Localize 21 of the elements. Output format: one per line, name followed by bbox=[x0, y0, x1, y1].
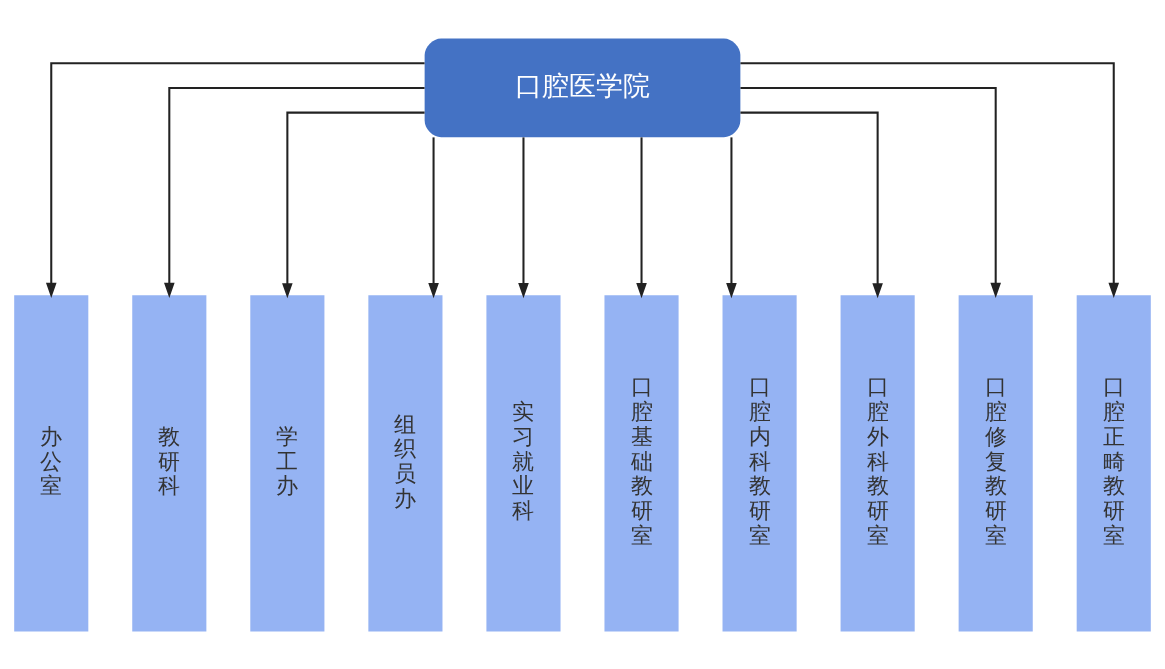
arrow bbox=[740, 111, 883, 298]
arrow bbox=[282, 111, 425, 298]
node-box: 口腔基础教研室 bbox=[604, 294, 679, 631]
node-box: 办公室 bbox=[14, 294, 89, 631]
node-box: 口腔医学院 bbox=[424, 38, 741, 137]
node-box: 口腔外科教研室 bbox=[840, 294, 915, 631]
node-box: 教研科 bbox=[132, 294, 207, 631]
node-box: 口腔内科教研室 bbox=[722, 294, 797, 631]
arrow bbox=[428, 136, 439, 298]
arrow bbox=[740, 86, 1001, 298]
arrow bbox=[636, 136, 647, 298]
node-box: 口腔修复教研室 bbox=[958, 294, 1033, 631]
arrow bbox=[164, 86, 425, 298]
arrow bbox=[726, 136, 737, 298]
arrow bbox=[740, 61, 1120, 298]
node-box: 口腔正畸教研室 bbox=[1076, 294, 1151, 631]
node-box: 实习就业科 bbox=[486, 294, 561, 631]
arrow bbox=[45, 61, 425, 298]
node-box: 学工办 bbox=[250, 294, 325, 631]
node-box: 组织员办 bbox=[368, 294, 443, 631]
arrow bbox=[518, 136, 529, 298]
